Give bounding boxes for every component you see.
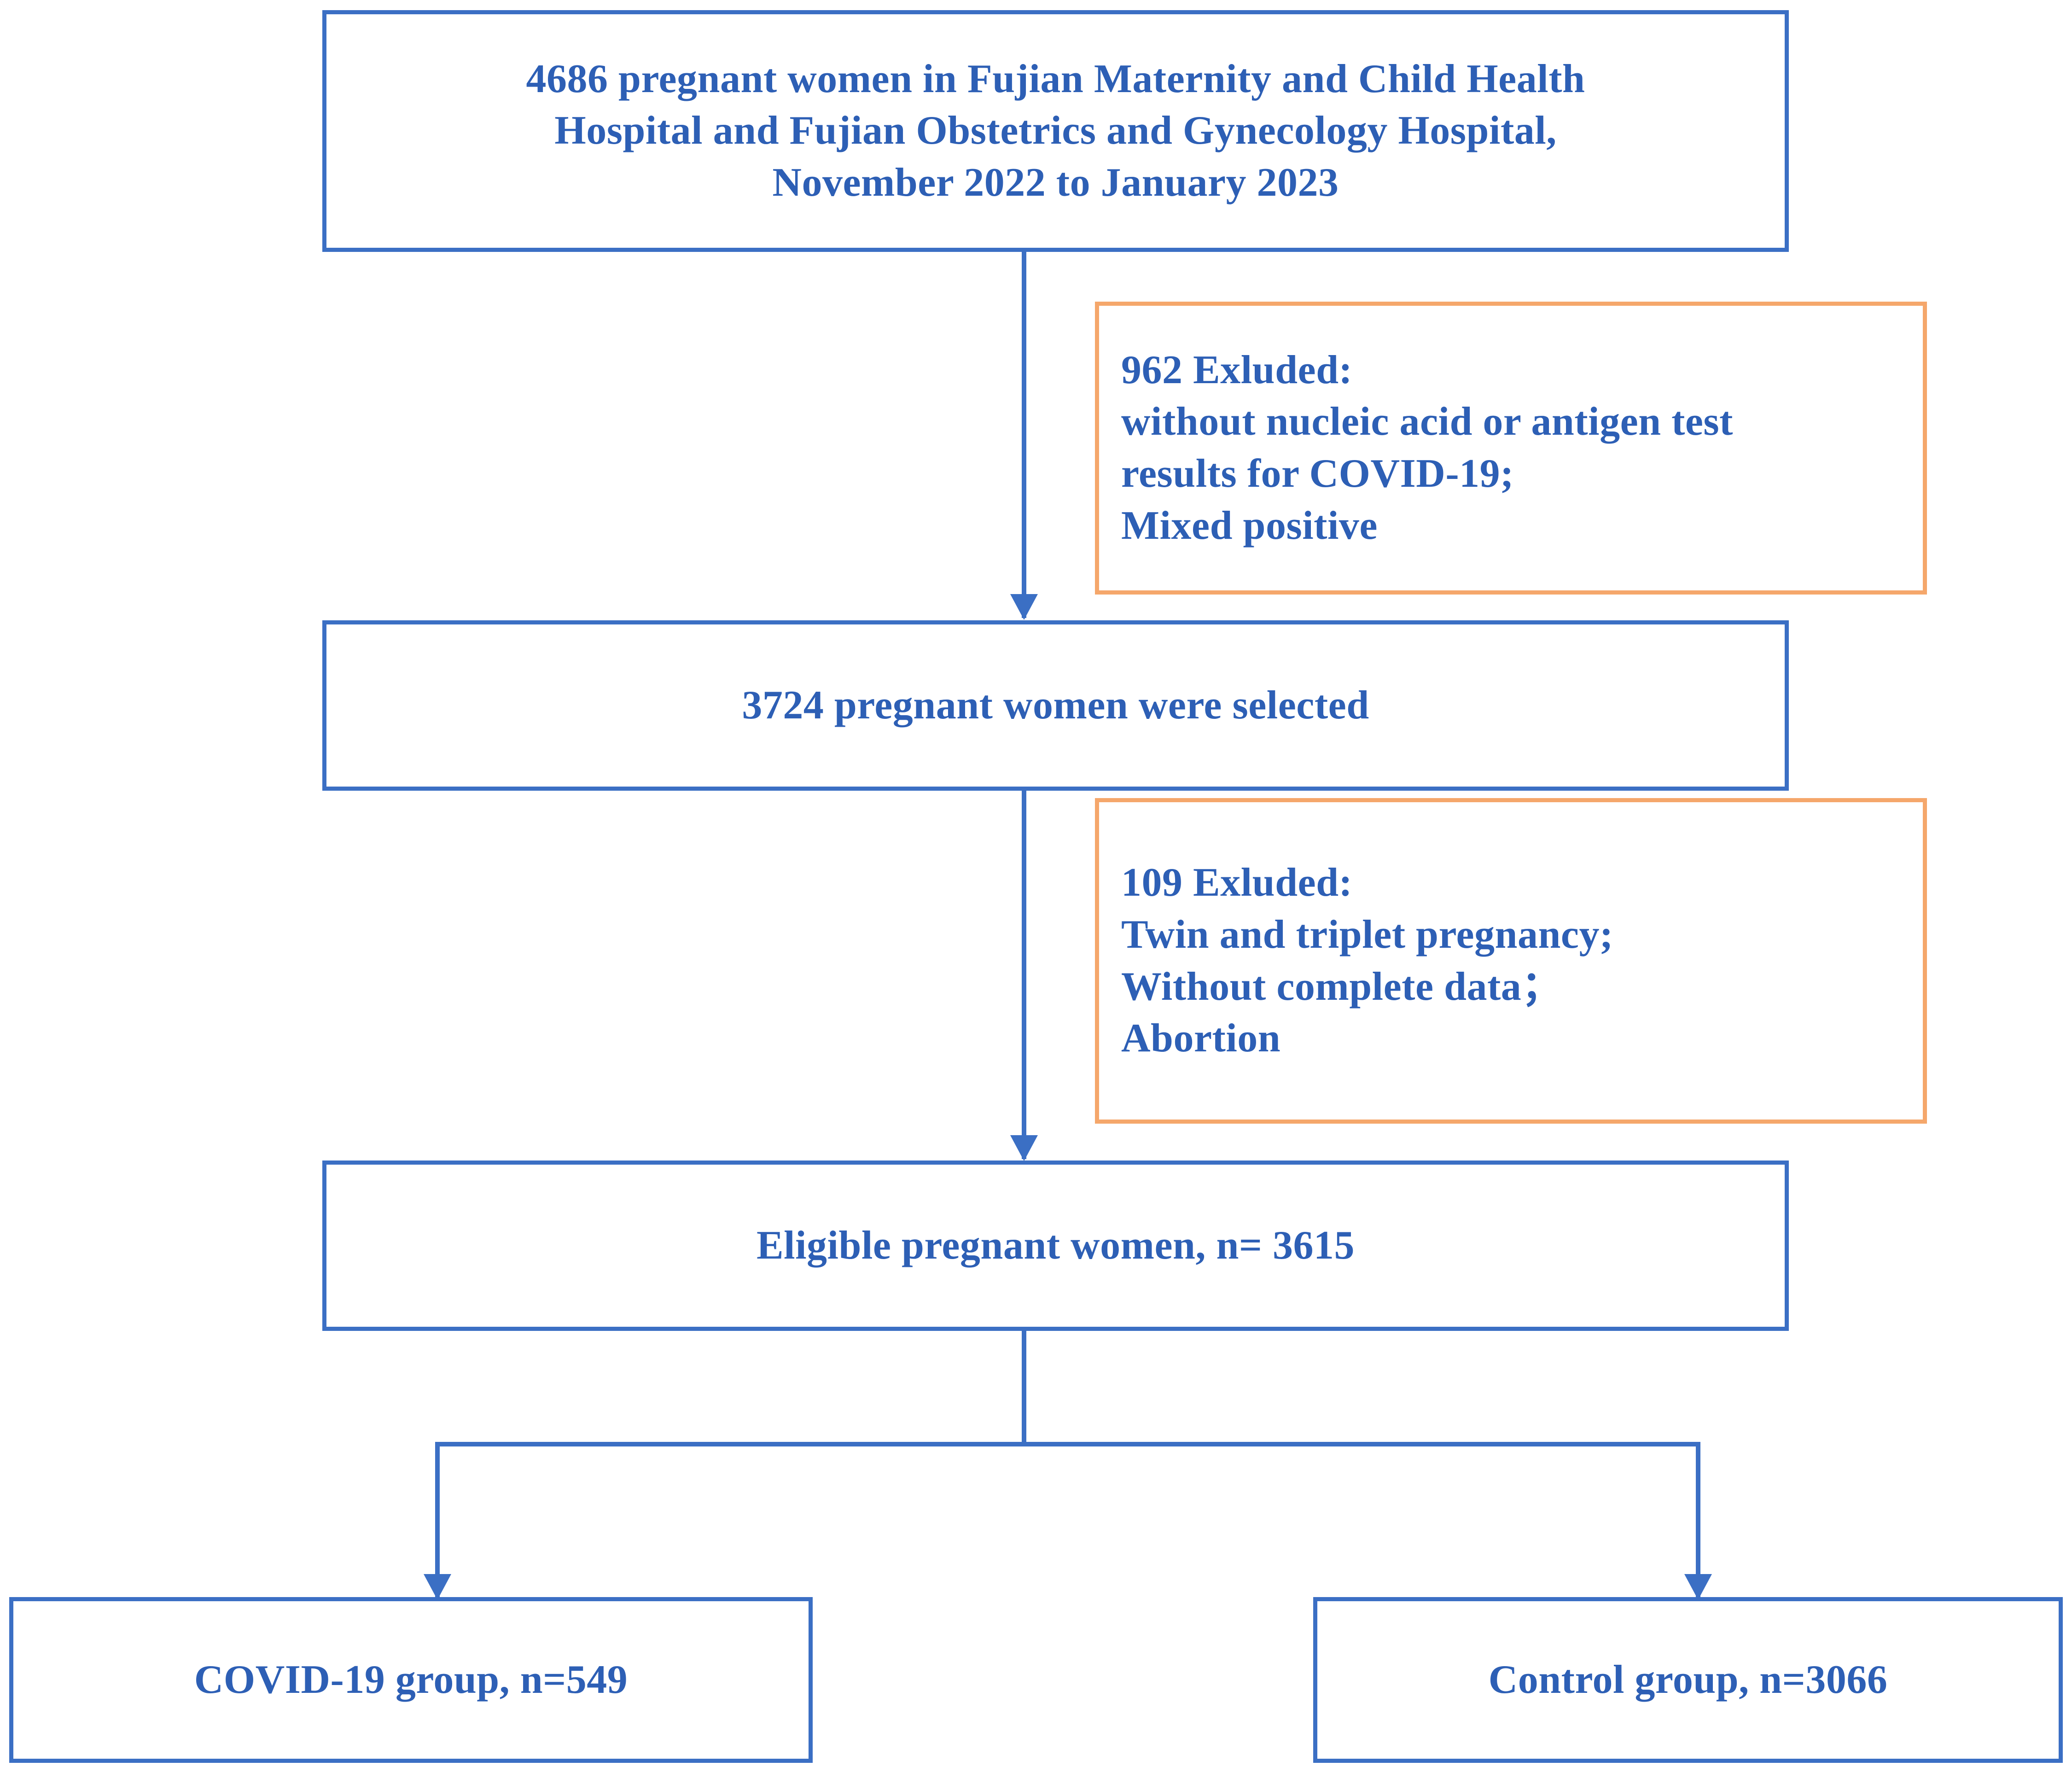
node-exclusion-1-line-1: 962 Exluded:	[1121, 347, 1353, 392]
node-eligible: Eligible pregnant women, n= 3615	[322, 1161, 1789, 1331]
node-exclusion-1-text-block: 962 Exluded: without nucleic acid or ant…	[1099, 344, 1923, 552]
node-eligible-line-1: Eligible pregnant women, n= 3615	[756, 1223, 1355, 1268]
node-exclusion-2-text-block: 109 Exluded: Twin and triplet pregnancy;…	[1099, 857, 1923, 1065]
connector-enrollment-to-selected	[1022, 252, 1026, 618]
node-selected-text-block: 3724 pregnant women were selected	[326, 680, 1785, 732]
node-exclusion-1-line-4: Mixed positive	[1121, 503, 1378, 548]
node-exclusion-2-line-3: Without complete data；	[1121, 964, 1562, 1009]
node-exclusion-2-line-4: Abortion	[1121, 1016, 1281, 1061]
node-exclusion-2-line-2: Twin and triplet pregnancy;	[1121, 912, 1613, 957]
connector-eligible-stem	[1022, 1331, 1026, 1446]
node-enrollment: 4686 pregnant women in Fujian Maternity …	[322, 10, 1789, 252]
node-exclusion-1-line-3: results for COVID-19;	[1121, 451, 1514, 496]
node-enrollment-line-3: November 2022 to January 2023	[772, 160, 1339, 205]
node-enrollment-text-block: 4686 pregnant women in Fujian Maternity …	[326, 53, 1785, 209]
node-selected: 3724 pregnant women were selected	[322, 620, 1789, 791]
node-control-group: Control group, n=3066	[1313, 1597, 2063, 1763]
node-selected-line-1: 3724 pregnant women were selected	[742, 682, 1369, 728]
node-covid-group-text-block: COVID-19 group, n=549	[13, 1654, 809, 1706]
connector-selected-to-eligible	[1022, 791, 1026, 1159]
node-exclusion-1-line-2: without nucleic acid or antigen test	[1121, 399, 1733, 444]
arrowhead-branch-right	[1684, 1574, 1712, 1600]
node-exclusion-2: 109 Exluded: Twin and triplet pregnancy;…	[1095, 798, 1927, 1124]
arrowhead-enrollment-to-selected	[1010, 594, 1038, 620]
node-exclusion-2-line-1: 109 Exluded:	[1121, 860, 1353, 905]
node-control-group-text-block: Control group, n=3066	[1317, 1654, 2059, 1706]
connector-branch-left	[435, 1442, 440, 1601]
node-covid-group-line-1: COVID-19 group, n=549	[194, 1657, 628, 1702]
node-enrollment-line-2: Hospital and Fujian Obstetrics and Gynec…	[554, 108, 1557, 153]
arrowhead-branch-left	[424, 1574, 451, 1600]
connector-branch-right	[1696, 1442, 1700, 1601]
node-enrollment-line-1: 4686 pregnant women in Fujian Maternity …	[526, 56, 1585, 101]
connector-split-bar	[435, 1442, 1700, 1446]
node-eligible-text-block: Eligible pregnant women, n= 3615	[326, 1220, 1785, 1272]
node-exclusion-1: 962 Exluded: without nucleic acid or ant…	[1095, 302, 1927, 595]
arrowhead-selected-to-eligible	[1010, 1135, 1038, 1161]
node-covid-group: COVID-19 group, n=549	[9, 1597, 813, 1763]
node-control-group-line-1: Control group, n=3066	[1488, 1657, 1888, 1702]
